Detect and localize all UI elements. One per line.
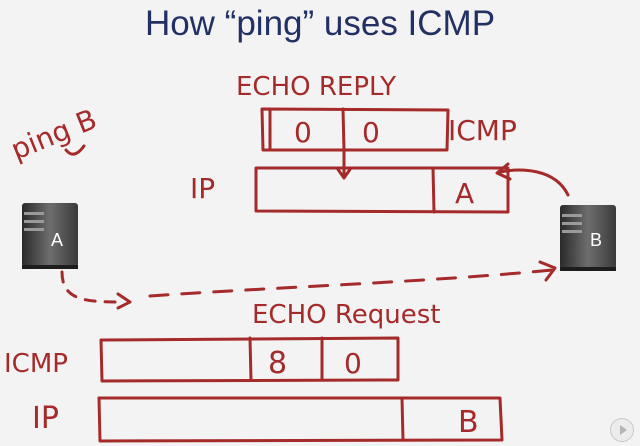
ping-note: ping B bbox=[6, 102, 101, 166]
reply-ip-destination: A bbox=[455, 177, 474, 210]
request-icmp-code: 0 bbox=[344, 347, 362, 380]
reply-icmp-type: 0 bbox=[294, 116, 312, 149]
encapsulation-arrow bbox=[335, 148, 353, 180]
echo-reply-label: ECHO REPLY bbox=[236, 72, 396, 102]
request-path-dashed bbox=[148, 268, 554, 298]
request-icmp-type: 8 bbox=[268, 346, 287, 381]
request-icmp-divider-1 bbox=[248, 336, 253, 382]
reply-ip-box bbox=[254, 166, 510, 214]
request-ip-destination: B bbox=[458, 405, 479, 440]
ip-label-bottom: IP bbox=[32, 401, 59, 436]
request-arrowhead-b bbox=[538, 260, 557, 282]
play-icon[interactable] bbox=[610, 418, 634, 442]
reply-ip-divider bbox=[431, 166, 436, 214]
reply-icmp-code: 0 bbox=[362, 116, 380, 149]
request-path-arrowhead bbox=[116, 292, 132, 310]
request-path-start bbox=[60, 270, 122, 304]
icmp-label-bottom: ICMP bbox=[4, 349, 68, 379]
ip-label-top: IP bbox=[190, 172, 215, 205]
ping-underline bbox=[64, 144, 86, 156]
request-ip-box bbox=[97, 396, 504, 443]
request-icmp-box bbox=[99, 336, 400, 383]
icmp-label-top: ICMP bbox=[448, 114, 517, 147]
host-a-label: A bbox=[51, 230, 63, 250]
reply-icmp-box bbox=[260, 107, 450, 152]
request-ip-divider bbox=[400, 396, 405, 442]
server-icon: B bbox=[560, 205, 616, 271]
host-b-label: B bbox=[590, 230, 602, 250]
reply-icmp-divider bbox=[341, 107, 346, 152]
echo-request-label: ECHO Request bbox=[252, 300, 440, 330]
slide-title: How “ping” uses ICMP bbox=[144, 4, 496, 43]
reply-send-arrow bbox=[495, 162, 570, 197]
server-icon: A bbox=[22, 203, 78, 269]
